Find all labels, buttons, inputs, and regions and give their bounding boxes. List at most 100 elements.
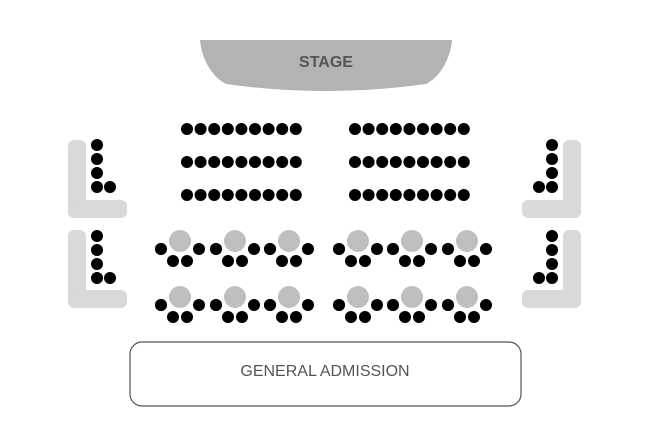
- table-seat[interactable]: [480, 299, 492, 311]
- table[interactable]: [278, 286, 300, 308]
- table-seat[interactable]: [359, 255, 371, 267]
- seat[interactable]: [376, 189, 389, 201]
- booth-seat[interactable]: [104, 181, 116, 193]
- booth-seat[interactable]: [546, 181, 558, 193]
- seat[interactable]: [430, 156, 443, 168]
- booth-seat[interactable]: [91, 153, 103, 165]
- booth-seat[interactable]: [546, 230, 558, 242]
- booth-seat[interactable]: [91, 139, 103, 151]
- table-seat[interactable]: [276, 255, 288, 267]
- seat[interactable]: [221, 123, 234, 135]
- table-seat[interactable]: [290, 311, 302, 323]
- table-seat[interactable]: [290, 255, 302, 267]
- table[interactable]: [224, 286, 246, 308]
- table-seat[interactable]: [302, 243, 314, 255]
- table-seat[interactable]: [264, 243, 276, 255]
- table-seat[interactable]: [264, 299, 276, 311]
- stage[interactable]: [200, 40, 452, 91]
- table-seat[interactable]: [345, 311, 357, 323]
- table-seat[interactable]: [454, 255, 466, 267]
- table[interactable]: [169, 230, 191, 252]
- seat[interactable]: [208, 123, 221, 135]
- table-seat[interactable]: [425, 299, 437, 311]
- seat[interactable]: [249, 123, 261, 135]
- seat[interactable]: [389, 156, 402, 168]
- seat[interactable]: [430, 123, 443, 135]
- seat[interactable]: [457, 156, 470, 168]
- seat[interactable]: [208, 189, 221, 201]
- seat[interactable]: [221, 189, 234, 201]
- seat[interactable]: [262, 156, 275, 168]
- seat[interactable]: [208, 156, 221, 168]
- table-seat[interactable]: [210, 299, 222, 311]
- seat[interactable]: [262, 189, 275, 201]
- seat[interactable]: [444, 123, 457, 135]
- table-seat[interactable]: [210, 243, 222, 255]
- seat[interactable]: [289, 189, 302, 201]
- table-seat[interactable]: [480, 243, 492, 255]
- table-seat[interactable]: [399, 311, 411, 323]
- table-seat[interactable]: [276, 311, 288, 323]
- table-seat[interactable]: [167, 255, 179, 267]
- booth-seat[interactable]: [546, 272, 558, 284]
- table-seat[interactable]: [413, 255, 425, 267]
- table-seat[interactable]: [181, 255, 193, 267]
- table[interactable]: [278, 230, 300, 252]
- table-seat[interactable]: [345, 255, 357, 267]
- seat[interactable]: [430, 189, 443, 201]
- table-seat[interactable]: [236, 255, 248, 267]
- seat[interactable]: [181, 156, 193, 168]
- table-seat[interactable]: [359, 311, 371, 323]
- table-seat[interactable]: [468, 255, 480, 267]
- table[interactable]: [401, 286, 423, 308]
- seat[interactable]: [389, 123, 402, 135]
- seat[interactable]: [249, 156, 261, 168]
- table-seat[interactable]: [333, 243, 345, 255]
- seat[interactable]: [235, 156, 248, 168]
- table-seat[interactable]: [387, 243, 399, 255]
- seat[interactable]: [262, 123, 275, 135]
- table-seat[interactable]: [371, 243, 383, 255]
- seat[interactable]: [194, 123, 207, 135]
- table-seat[interactable]: [193, 243, 205, 255]
- booth-seat[interactable]: [91, 167, 103, 179]
- seat[interactable]: [389, 189, 402, 201]
- booth-seat[interactable]: [91, 230, 103, 242]
- seat[interactable]: [403, 123, 416, 135]
- table-seat[interactable]: [387, 299, 399, 311]
- seat[interactable]: [417, 189, 429, 201]
- seat[interactable]: [349, 123, 361, 135]
- booth-seat[interactable]: [91, 244, 103, 256]
- seat[interactable]: [362, 123, 375, 135]
- table-seat[interactable]: [425, 243, 437, 255]
- seat[interactable]: [403, 189, 416, 201]
- seat[interactable]: [349, 189, 361, 201]
- table-seat[interactable]: [222, 311, 234, 323]
- seat[interactable]: [181, 123, 193, 135]
- booth-seat[interactable]: [91, 272, 103, 284]
- seat[interactable]: [276, 123, 289, 135]
- booth-seat[interactable]: [546, 258, 558, 270]
- seat[interactable]: [235, 189, 248, 201]
- table-seat[interactable]: [248, 243, 260, 255]
- seat[interactable]: [276, 156, 289, 168]
- table[interactable]: [401, 230, 423, 252]
- seat[interactable]: [249, 189, 261, 201]
- table-seat[interactable]: [399, 255, 411, 267]
- seat[interactable]: [221, 156, 234, 168]
- table[interactable]: [456, 230, 478, 252]
- booth-seat[interactable]: [546, 153, 558, 165]
- table[interactable]: [347, 230, 369, 252]
- booth-seat[interactable]: [104, 272, 116, 284]
- booth-seat[interactable]: [91, 181, 103, 193]
- table[interactable]: [347, 286, 369, 308]
- seat[interactable]: [362, 189, 375, 201]
- table[interactable]: [224, 230, 246, 252]
- seat[interactable]: [376, 123, 389, 135]
- seat[interactable]: [181, 189, 193, 201]
- seat[interactable]: [276, 189, 289, 201]
- seat[interactable]: [289, 123, 302, 135]
- seat[interactable]: [417, 156, 429, 168]
- seat[interactable]: [444, 156, 457, 168]
- table-seat[interactable]: [236, 311, 248, 323]
